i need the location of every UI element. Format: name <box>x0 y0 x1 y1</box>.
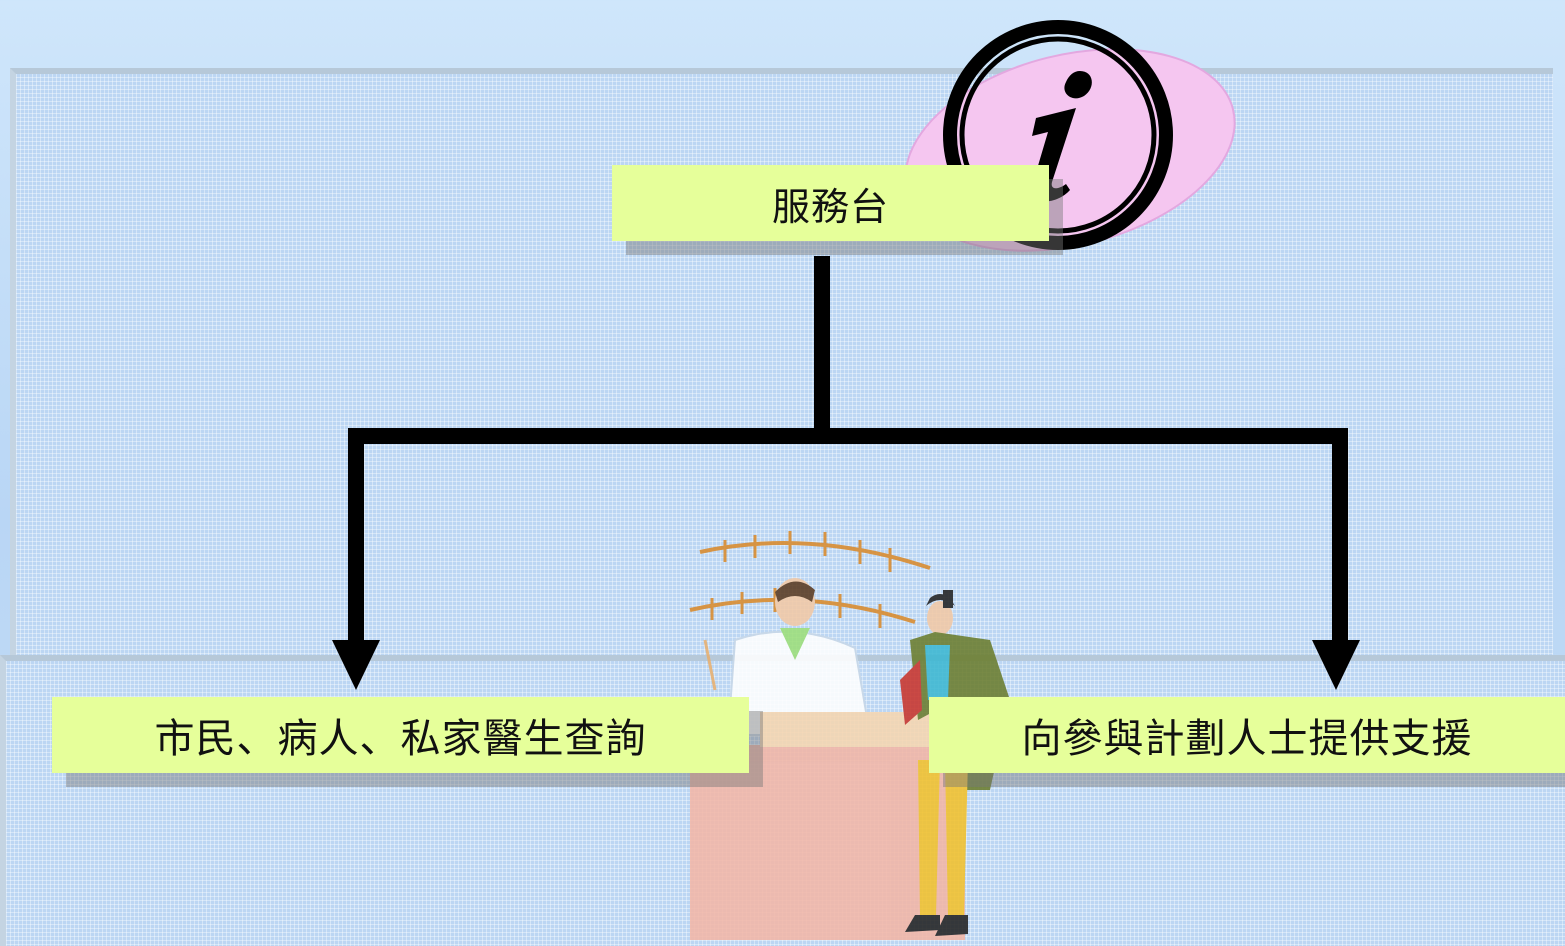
arrow-down-left-icon <box>332 640 380 690</box>
root-node-label: 服務台 <box>771 184 889 229</box>
child-node-right-box: 向參與計劃人士提供支援 <box>929 697 1565 773</box>
branch-horizontal-line <box>348 428 1348 444</box>
root-stem-line <box>814 256 830 436</box>
root-node-box: 服務台 <box>612 165 1049 241</box>
child-node-right-label: 向參與計劃人士提供支援 <box>1021 716 1473 762</box>
branch-right-line <box>1332 428 1348 645</box>
branch-left-line <box>348 428 364 645</box>
child-node-left-label: 市民、病人、私家醫生查詢 <box>154 716 647 762</box>
child-node-left-box: 市民、病人、私家醫生查詢 <box>52 697 749 773</box>
arrow-down-right-icon <box>1312 640 1360 690</box>
